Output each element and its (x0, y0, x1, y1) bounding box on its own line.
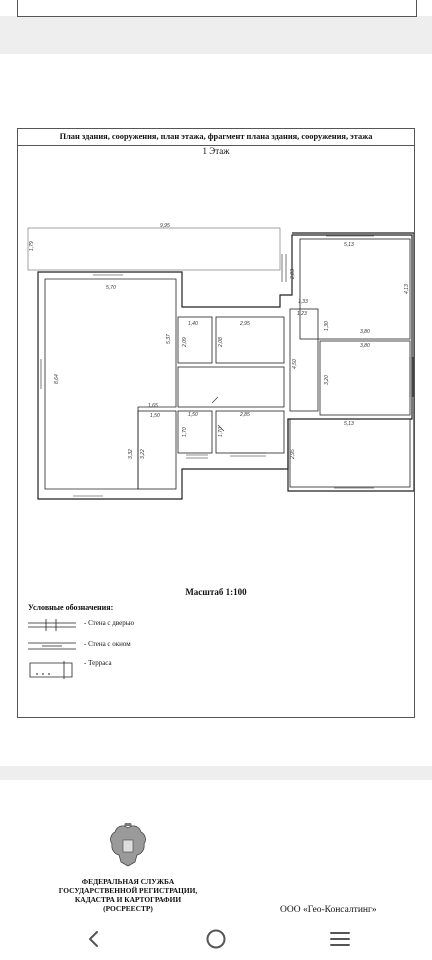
corridor (177, 366, 285, 408)
room-wc-bottom (177, 410, 213, 454)
dim-label: 1,50 (150, 413, 160, 419)
top-gray-band (0, 16, 432, 54)
back-button[interactable] (78, 926, 108, 952)
room-right-bottom (289, 418, 411, 488)
dim-label: 3,20 (324, 375, 330, 385)
company-name: ООО «Гео-Консалтинг» (280, 905, 377, 915)
dim-label: 5,13 (344, 421, 354, 427)
room-top-center (215, 316, 285, 364)
dim-label: 3,22 (140, 449, 146, 459)
agency-line: КАДАСТРА И КАРТОГРАФИИ (74, 895, 182, 904)
dim-label: 2,95 (290, 449, 296, 460)
door-wall-icon (28, 619, 76, 631)
back-chevron-icon (89, 931, 98, 947)
dim-label: 5,70 (106, 285, 116, 291)
dim-label: 2,95 (239, 321, 250, 327)
legend-item-terrace: - Терраса (28, 659, 112, 679)
dim-label: 5,37 (166, 334, 172, 344)
previous-page-fragment (17, 0, 417, 17)
left-block-outer-wall (37, 234, 413, 500)
left-block-inner-wall (44, 278, 177, 490)
room-right-hall (289, 308, 319, 412)
dim-label: 1,70 (182, 427, 188, 437)
dim-label: 8,64 (54, 374, 60, 384)
window-wall-icon (28, 642, 76, 650)
dim-label: 1,70 (218, 427, 224, 437)
terrace-outline (27, 227, 281, 271)
double-headed-eagle-emblem (110, 823, 146, 867)
dim-label: 3,80 (360, 329, 370, 335)
dim-label: 1,30 (324, 321, 330, 331)
dim-label: 1,33 (298, 299, 308, 305)
dim-label: 3,32 (128, 449, 134, 459)
sheet-title: План здания, сооружения, план этажа, фра… (18, 129, 414, 146)
legend-label: - Стена с окном (84, 640, 131, 648)
dim-label: 1,40 (188, 321, 198, 327)
legend-title: Условные обозначения: (28, 603, 114, 612)
dim-label: 2,09 (182, 337, 188, 348)
room-right-middle (319, 340, 411, 416)
floor-plan-sheet: План здания, сооружения, план этажа, фра… (17, 128, 415, 718)
room-right-top (299, 238, 411, 340)
dim-label: 1,50 (188, 412, 198, 418)
dim-label: 4,50 (292, 359, 298, 369)
home-button[interactable] (201, 926, 231, 952)
dim-label: 2,83 (290, 269, 296, 280)
scale-label: Масштаб 1:100 (185, 587, 247, 597)
floor-label: 1 Этаж (202, 146, 230, 156)
floor-plan-drawing: 9,95 1,79 5,70 8,64 5,37 1,40 2,09 2,08 … (27, 223, 414, 500)
room-wc-top (177, 316, 213, 364)
home-circle-icon (206, 929, 226, 949)
terrace-icon (29, 661, 73, 679)
dim-label: 1,65 (148, 403, 158, 409)
dim-label: 1,79 (29, 241, 35, 251)
legend-item-door: - Стена с дверью (28, 619, 134, 631)
legend-label: - Стена с дверью (84, 619, 135, 627)
dim-label: 3,80 (360, 343, 370, 349)
agency-name: ФЕДЕРАЛЬНАЯ СЛУЖБА ГОСУДАРСТВЕННОЙ РЕГИС… (40, 877, 216, 913)
system-navigation-bar (0, 918, 432, 960)
legend-item-window: - Стена с окном (28, 640, 131, 652)
menu-lines-icon (330, 932, 350, 946)
dim-label: 4,13 (404, 284, 410, 294)
room-bottom-center (215, 410, 285, 454)
dim-label: 1,23 (297, 311, 307, 317)
agency-line: (РОСРЕЕСТР) (103, 904, 153, 913)
bottom-gray-band (0, 766, 432, 780)
legend-label: - Терраса (84, 659, 112, 667)
agency-line: ГОСУДАРСТВЕННОЙ РЕГИСТРАЦИИ, (58, 886, 198, 895)
room-bottom-left (137, 410, 177, 490)
dim-label: 5,13 (344, 242, 354, 248)
recent-apps-button[interactable] (325, 926, 355, 952)
right-block-outer-wall (287, 232, 414, 492)
dim-label: 2,85 (239, 412, 250, 418)
agency-line: ФЕДЕРАЛЬНАЯ СЛУЖБА (81, 877, 175, 886)
dim-label: 2,08 (218, 337, 224, 348)
dim-label: 9,95 (160, 223, 170, 229)
